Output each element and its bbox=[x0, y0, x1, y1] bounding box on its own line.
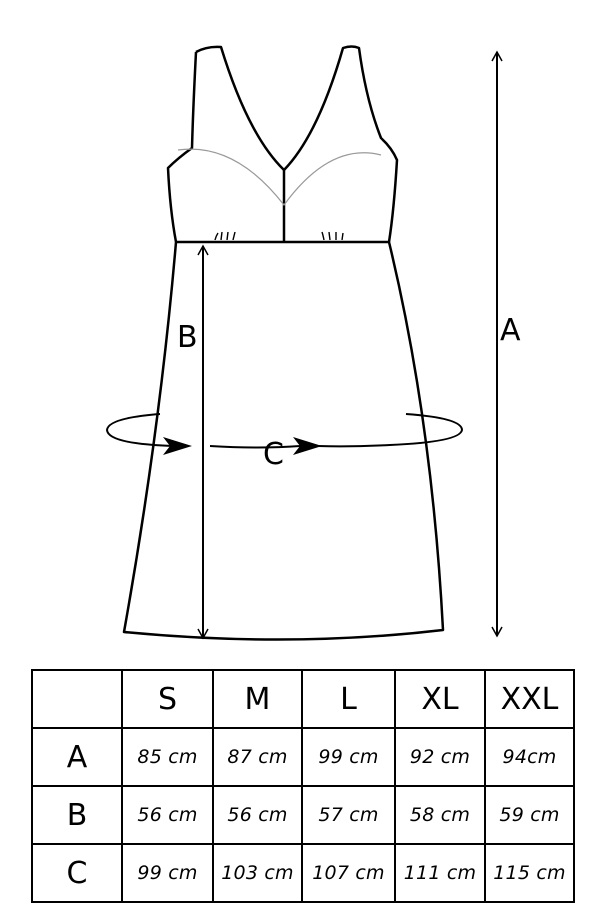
measurement-cell: 115 cm bbox=[484, 843, 575, 903]
measurement-cell: 99 cm bbox=[301, 727, 396, 787]
row-label: B bbox=[31, 785, 123, 845]
measurement-cell: 56 cm bbox=[212, 785, 303, 845]
table-row: C 99 cm 103 cm 107 cm 111 cm 115 cm bbox=[31, 843, 575, 903]
measurement-cell: 94cm bbox=[484, 727, 575, 787]
table-row: B 56 cm 56 cm 57 cm 58 cm 59 cm bbox=[31, 785, 575, 845]
dress-outline bbox=[122, 45, 445, 641]
size-header: L bbox=[301, 669, 396, 729]
measure-c-arrowhead-left bbox=[163, 437, 192, 455]
measurement-cell: 58 cm bbox=[394, 785, 486, 845]
dress-diagram: A B C bbox=[105, 45, 521, 641]
measurement-cell: 56 cm bbox=[121, 785, 214, 845]
table-row: A 85 cm 87 cm 99 cm 92 cm 94cm bbox=[31, 727, 575, 787]
measurement-cell: 57 cm bbox=[301, 785, 396, 845]
measurement-cell: 107 cm bbox=[301, 843, 396, 903]
label-a: A bbox=[500, 313, 521, 348]
row-label: A bbox=[31, 727, 123, 787]
size-chart-table: S M L XL XXL A 85 cm 87 cm 99 cm 92 cm 9… bbox=[31, 669, 575, 903]
size-header-row: S M L XL XXL bbox=[31, 669, 575, 729]
row-label: C bbox=[31, 843, 123, 903]
corner-cell bbox=[31, 669, 123, 729]
measure-c-loop bbox=[105, 413, 464, 449]
size-header: XXL bbox=[484, 669, 575, 729]
label-c: C bbox=[263, 437, 284, 472]
measurement-cell: 59 cm bbox=[484, 785, 575, 845]
size-header: XL bbox=[394, 669, 486, 729]
gather-marks bbox=[214, 231, 344, 241]
measurement-cell: 85 cm bbox=[121, 727, 214, 787]
measure-c-arrowhead-right bbox=[293, 437, 322, 455]
measurement-cell: 87 cm bbox=[212, 727, 303, 787]
size-header: S bbox=[121, 669, 214, 729]
measurement-cell: 111 cm bbox=[394, 843, 486, 903]
size-header: M bbox=[212, 669, 303, 729]
measurement-cell: 103 cm bbox=[212, 843, 303, 903]
cup-curve bbox=[177, 148, 382, 206]
label-b: B bbox=[177, 320, 198, 355]
measurement-cell: 99 cm bbox=[121, 843, 214, 903]
measurement-cell: 92 cm bbox=[394, 727, 486, 787]
